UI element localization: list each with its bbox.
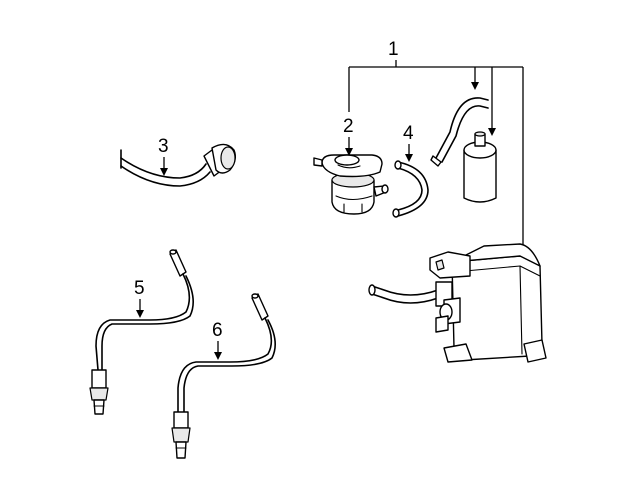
callout-4-group: 4 <box>403 123 414 162</box>
hose <box>392 160 429 218</box>
callout-1-group: 1 <box>348 39 527 262</box>
callout-3-label: 3 <box>158 136 169 157</box>
arrowhead <box>488 128 496 136</box>
callout-5-label: 5 <box>134 278 145 299</box>
callout-2-group: 2 <box>343 116 354 156</box>
connector-pigtail <box>120 143 237 187</box>
callout-3-group: 3 <box>158 136 169 176</box>
vapor-filter <box>463 131 497 203</box>
callout-6-label: 6 <box>212 320 223 341</box>
purge-valve <box>313 154 389 215</box>
callout-6-group: 6 <box>212 320 223 360</box>
arrowhead <box>214 352 222 360</box>
oxygen-sensor-downstream <box>171 293 276 459</box>
arrowhead <box>405 154 413 162</box>
arrowhead <box>136 310 144 318</box>
callout-1-label: 1 <box>388 39 399 60</box>
arrowhead <box>160 168 168 176</box>
arrowhead <box>345 148 353 156</box>
vapor-canister <box>368 243 547 363</box>
oxygen-sensor-upstream <box>89 249 194 415</box>
arrowhead <box>471 82 479 90</box>
callout-5-group: 5 <box>134 278 145 318</box>
vapor-hose-upper <box>430 97 489 167</box>
callout-2-label: 2 <box>343 116 354 137</box>
callout-4-label: 4 <box>403 123 414 144</box>
